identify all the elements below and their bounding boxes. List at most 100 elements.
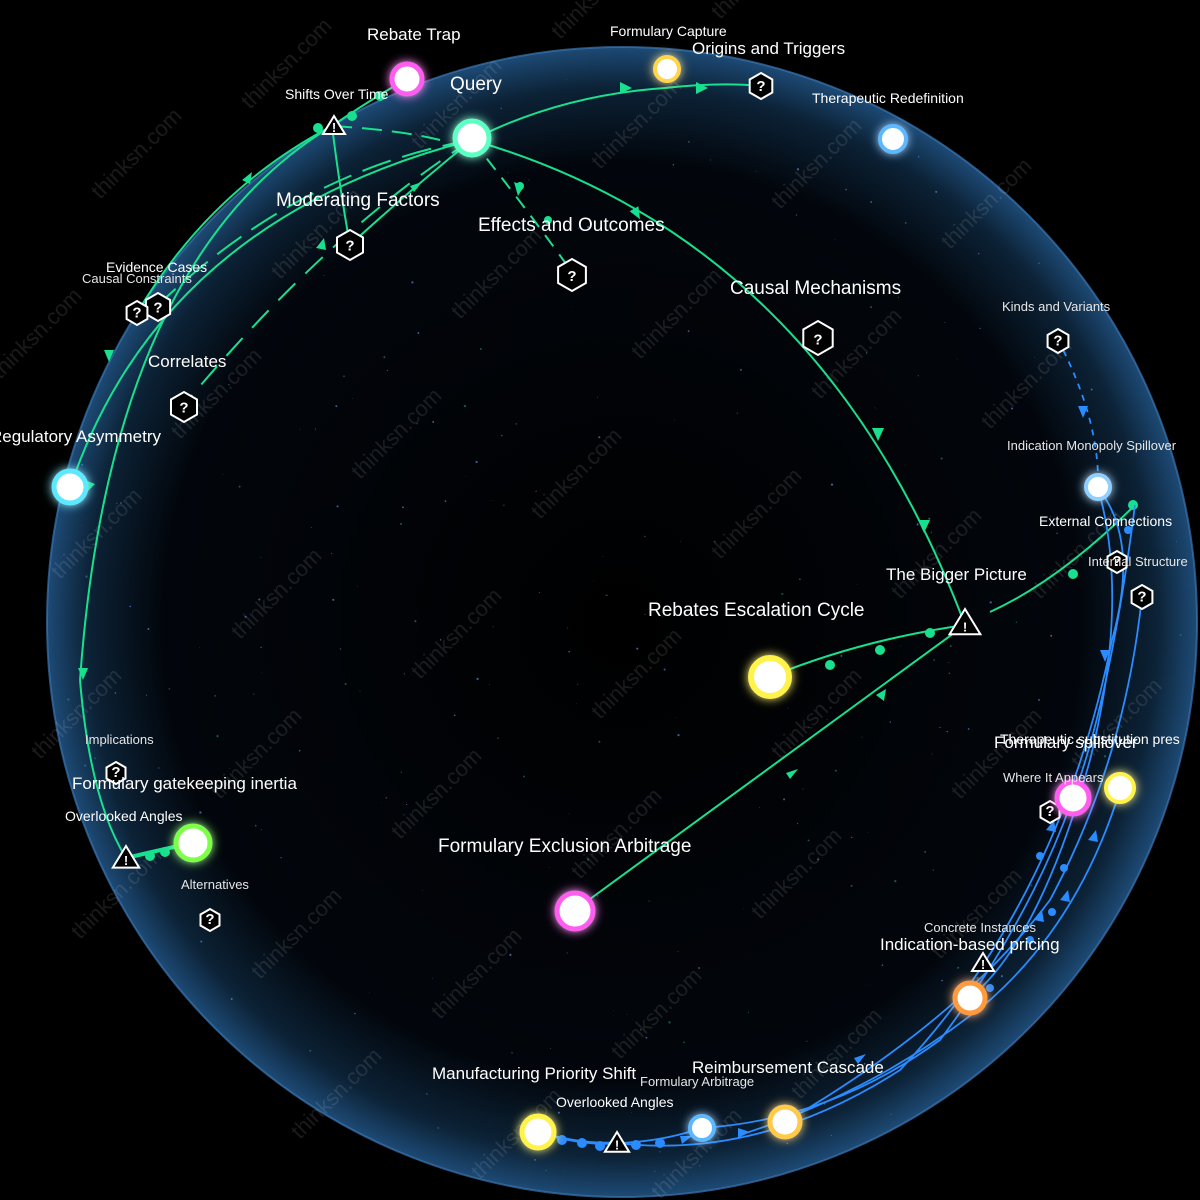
star [587,858,590,861]
star [244,762,246,763]
star [309,1049,312,1052]
formulary-capture-node[interactable] [653,55,681,83]
query-node[interactable] [452,118,492,158]
effects-outcomes-label[interactable]: Effects and Outcomes [478,215,665,236]
causal-constraints-hex-icon[interactable]: ? [125,299,149,327]
therapeutic-substitution-label[interactable]: Therapeutic substitution pres [1000,731,1180,747]
formulary-arbitrage-label[interactable]: Formulary Arbitrage [640,1074,754,1089]
star [870,306,873,309]
overlooked-angles-left-label[interactable]: Overlooked Angles [65,808,183,824]
correlates-label[interactable]: Correlates [148,352,226,371]
correlates-hex-icon[interactable]: ? [170,390,198,424]
shifts-over-time-warning-icon[interactable]: ! [321,114,347,135]
where-it-appears-label[interactable]: Where It Appears [1003,770,1104,785]
svg-text:!: ! [963,619,967,634]
star [948,672,951,675]
star [199,811,202,814]
origins-triggers-label[interactable]: Origins and Triggers [692,39,845,58]
indication-monopoly-node[interactable] [1084,473,1112,501]
implications-label[interactable]: Implications [85,732,154,747]
concrete-instances-warning-icon[interactable]: ! [970,951,996,972]
overlooked-angles-left-warning-icon[interactable]: ! [111,844,141,869]
formulary-exclusion-arbitrage-label[interactable]: Formulary Exclusion Arbitrage [438,836,691,857]
rebate-trap-node[interactable] [389,61,425,97]
star [577,227,579,229]
internal-structure-label[interactable]: Internal Structure [1088,554,1188,569]
concrete-instances-label[interactable]: Concrete Instances [924,920,1037,935]
rebates-escalation-cycle-label[interactable]: Rebates Escalation Cycle [648,600,865,621]
effects-outcomes-hex-icon[interactable]: ? [557,257,587,293]
star [861,736,863,738]
external-connections-hex-icon[interactable]: ? [1106,549,1128,575]
svg-text:?: ? [205,911,214,928]
star [1144,515,1146,517]
formulary-spillover-node[interactable] [1054,779,1092,817]
arbitrage-bottom-node[interactable] [688,1114,716,1142]
moderating-factors-label[interactable]: Moderating Factors [276,190,440,211]
formulary-exclusion-arbitrage-node[interactable] [554,890,596,932]
alternatives-hex-icon[interactable]: ? [199,907,221,933]
regulatory-asymmetry-label[interactable]: Regulatory Asymmetry [0,427,161,446]
star [661,616,663,618]
star [566,952,568,954]
star [383,356,386,359]
star [331,180,333,181]
svg-text:!: ! [332,120,336,135]
star [238,485,241,488]
manufacturing-priority-shift-node[interactable] [519,1113,557,1151]
bigger-picture-label[interactable]: The Bigger Picture [886,565,1027,584]
star [229,768,231,769]
star [515,423,518,425]
star [1042,340,1043,342]
causal-mechanisms-hex-icon[interactable]: ? [802,319,834,357]
manufacturing-priority-shift-label[interactable]: Manufacturing Priority Shift [432,1064,636,1083]
indication-based-pricing-label[interactable]: Indication-based pricing [880,935,1060,954]
edge-outer-left-2 [79,125,333,681]
overlooked-angles-bottom-label[interactable]: Overlooked Angles [556,1094,674,1110]
star [281,192,283,194]
star [563,1171,565,1172]
indication-based-pricing-node[interactable] [952,980,988,1016]
alternatives-label[interactable]: Alternatives [181,877,249,892]
reimbursement-cascade-label[interactable]: Reimbursement Cascade [692,1058,884,1077]
indication-monopoly-label[interactable]: Indication Monopoly Spillover [1007,438,1177,453]
star [523,775,526,778]
shifts-over-time-label[interactable]: Shifts Over Time [285,86,389,102]
bigger-picture-warning-icon[interactable]: ! [947,607,983,636]
moderating-factors-hex-icon[interactable]: ? [336,228,364,262]
star [147,627,150,631]
star [870,201,873,203]
star [400,771,402,773]
rebates-escalation-cycle-node[interactable] [748,655,792,699]
implications-hex-icon[interactable]: ? [105,760,127,786]
star [453,714,456,717]
origins-triggers-hex-icon[interactable]: ? [748,71,774,101]
regulatory-asymmetry-node[interactable] [51,468,89,506]
star [944,321,946,323]
formulary-gatekeeping-inertia-node[interactable] [173,823,213,863]
substitution-node[interactable] [1104,772,1136,804]
evidence-cases-label[interactable]: Evidence Cases [106,259,207,275]
svg-text:?: ? [345,238,354,255]
star [411,281,414,284]
internal-structure-hex-icon[interactable]: ? [1130,583,1154,611]
formulary-capture-label[interactable]: Formulary Capture [610,23,727,39]
star [935,190,938,193]
kinds-variants-label[interactable]: Kinds and Variants [1002,299,1111,314]
external-connections-label[interactable]: External Connections [1039,513,1172,529]
overlooked-angles-bottom-warning-icon[interactable]: ! [603,1130,631,1153]
causal-constraints-label[interactable]: Causal Constraints [82,271,192,286]
rebate-trap-label[interactable]: Rebate Trap [367,25,461,44]
formulary-spillover-label[interactable]: Formulary spillover [994,733,1138,752]
kinds-variants-hex-icon[interactable]: ? [1046,327,1070,355]
therapeutic-redefinition-node[interactable] [878,124,908,154]
formulary-gatekeeping-inertia-label[interactable]: Formulary gatekeeping inertia [72,774,297,793]
therapeutic-redefinition-label[interactable]: Therapeutic Redefinition [812,90,964,106]
causal-mechanisms-label[interactable]: Causal Mechanisms [730,278,901,299]
star [834,238,836,240]
query-label[interactable]: Query [450,74,502,95]
star [199,647,201,648]
reimbursement-cascade-node[interactable] [767,1104,803,1140]
star [976,976,979,980]
evidence-cases-hex-icon[interactable]: ? [144,291,172,323]
